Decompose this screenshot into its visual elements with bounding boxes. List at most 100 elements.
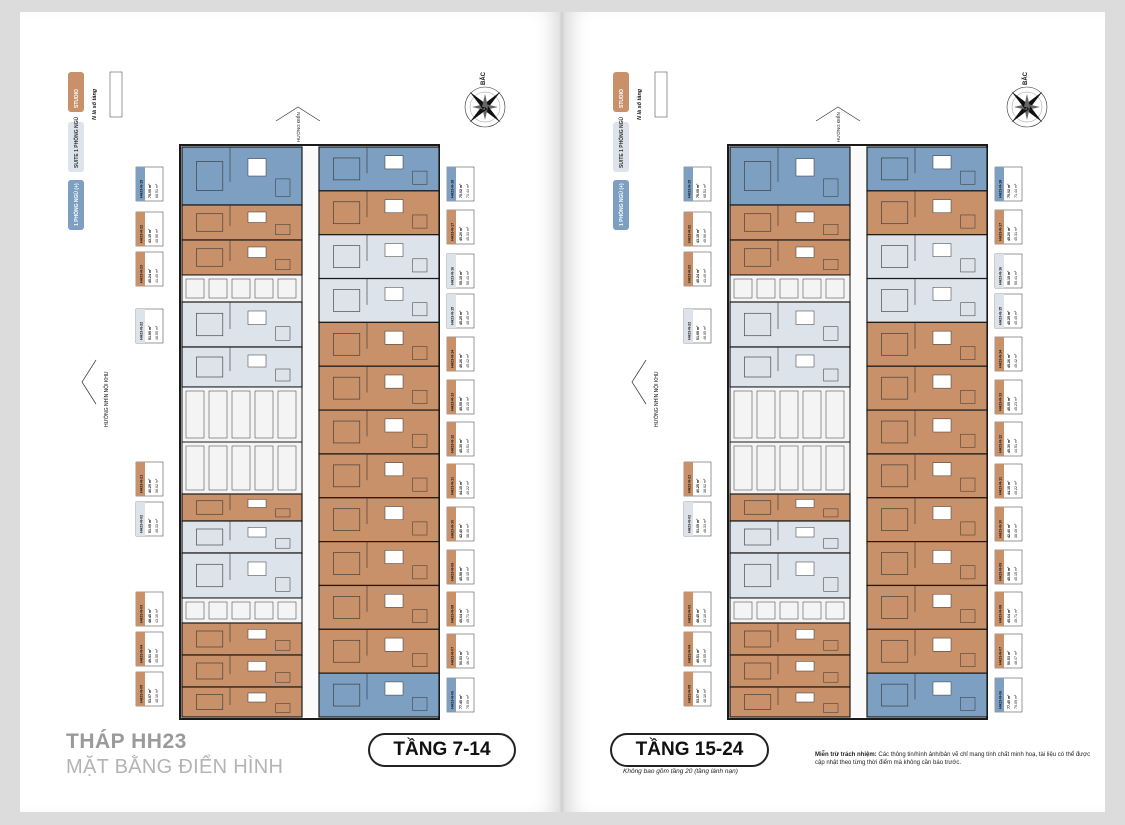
tag-color-strip	[447, 550, 456, 584]
bathroom-block	[932, 330, 952, 345]
tag-color-strip	[447, 380, 456, 414]
core-area	[181, 441, 303, 495]
kitchen-counter	[823, 259, 839, 270]
gross-area: 40.25 m²	[148, 478, 152, 493]
apartment-unit	[318, 497, 440, 543]
bed-outline	[196, 161, 224, 191]
bed-outline	[333, 376, 361, 400]
compass-inner-ring	[469, 91, 501, 123]
elevator-shaft	[208, 278, 228, 299]
bathroom-block	[795, 499, 815, 508]
net-area: 68.51 m²	[155, 183, 159, 198]
bed-outline	[333, 157, 361, 181]
legend-label: 1 PHÒNG NGỦ (+)	[617, 183, 625, 226]
apartment-unit	[866, 541, 988, 587]
disclaimer-body: Các thông tin/hình ảnh/bản vẽ chỉ mang t…	[815, 752, 1091, 766]
bed-outline	[333, 245, 361, 268]
net-area: 45.31 m²	[466, 226, 470, 241]
elevator-shaft	[185, 390, 205, 439]
apartment-unit	[729, 654, 851, 688]
elevator-shaft	[277, 601, 297, 620]
floor-number-note: N là số tầng	[636, 88, 643, 120]
elevator-shaft	[733, 445, 753, 491]
elevator-shaft	[254, 278, 274, 299]
floor-exclusion-note: Không bao gồm tầng 20 (tầng lánh nạn)	[623, 768, 738, 775]
gross-area: 51.05 m²	[696, 518, 700, 533]
apartment-unit	[318, 365, 440, 411]
net-area: 43.10 m²	[155, 608, 159, 623]
bed-outline	[196, 356, 224, 378]
compass-inner-ring	[1011, 91, 1043, 123]
bathroom-block	[384, 199, 404, 214]
kitchen-counter	[823, 672, 839, 683]
elevator-shaft	[825, 278, 845, 299]
net-area: 45.45 m²	[1014, 310, 1018, 325]
apartment-unit	[318, 321, 440, 367]
bed-outline	[333, 289, 361, 312]
gross-area: 75.05 m²	[148, 183, 152, 198]
apartment-unit	[181, 204, 303, 241]
net-area: 45.31 m²	[1014, 226, 1018, 241]
unit-code: HH23-N-05	[688, 685, 692, 703]
apartment-unit	[729, 686, 851, 718]
apartment-unit	[866, 672, 988, 718]
bed-outline	[744, 563, 772, 588]
unit-code: HH23-N-03	[688, 605, 692, 623]
elevator-shaft	[254, 445, 274, 491]
kitchen-counter	[823, 640, 839, 651]
north-label: BẮC	[1021, 71, 1029, 85]
legend-label: SUITE 1 PHÒNG NGỦ	[617, 116, 625, 168]
bathroom-block	[384, 287, 404, 301]
bathroom-block	[384, 550, 404, 564]
kitchen-counter	[412, 390, 428, 404]
apartment-unit	[729, 520, 851, 554]
bed-outline	[744, 161, 772, 191]
kitchen-counter	[412, 521, 428, 536]
bathroom-block	[795, 158, 815, 177]
elevator-shaft	[802, 445, 822, 491]
tag-color-strip	[995, 592, 1004, 626]
bed-outline	[881, 376, 909, 400]
tag-color-strip	[447, 210, 456, 244]
apartment-unit	[318, 409, 440, 455]
kitchen-counter	[823, 703, 839, 713]
net-area: 50.41 m²	[1014, 270, 1018, 285]
gross-area: 51.95 m²	[148, 325, 152, 340]
bed-outline	[333, 201, 361, 225]
gross-area: 53.57 m²	[696, 688, 700, 703]
unit-code: HH23-N-12	[999, 435, 1003, 453]
tag-color-strip	[447, 634, 456, 668]
tag-color-strip	[447, 592, 456, 626]
apartment-unit	[866, 234, 988, 280]
bathroom-block	[247, 629, 267, 640]
kitchen-counter	[960, 609, 976, 623]
bathroom-block	[384, 593, 404, 608]
kitchen-counter	[960, 214, 976, 229]
legend-swatch	[68, 72, 84, 112]
tag-color-strip	[447, 678, 456, 712]
kitchen-counter	[960, 346, 976, 360]
core-area	[729, 386, 851, 443]
legend-swatch	[613, 72, 629, 112]
kitchen-counter	[412, 609, 428, 623]
gross-area: 45.20 m²	[459, 226, 463, 241]
unit-code: HH23-N-10	[999, 520, 1003, 538]
gross-area: 45.55 m²	[1007, 396, 1011, 411]
gross-area: 45.58 m²	[1007, 566, 1011, 581]
bathroom-block	[795, 692, 815, 703]
legend-area-box	[109, 71, 123, 118]
tag-color-strip	[684, 672, 693, 706]
disclaimer-title: Miễn trừ trách nhiệm:	[815, 752, 877, 758]
gross-area: 45.26 m²	[459, 353, 463, 368]
net-area: 40.22 m²	[1014, 480, 1018, 495]
